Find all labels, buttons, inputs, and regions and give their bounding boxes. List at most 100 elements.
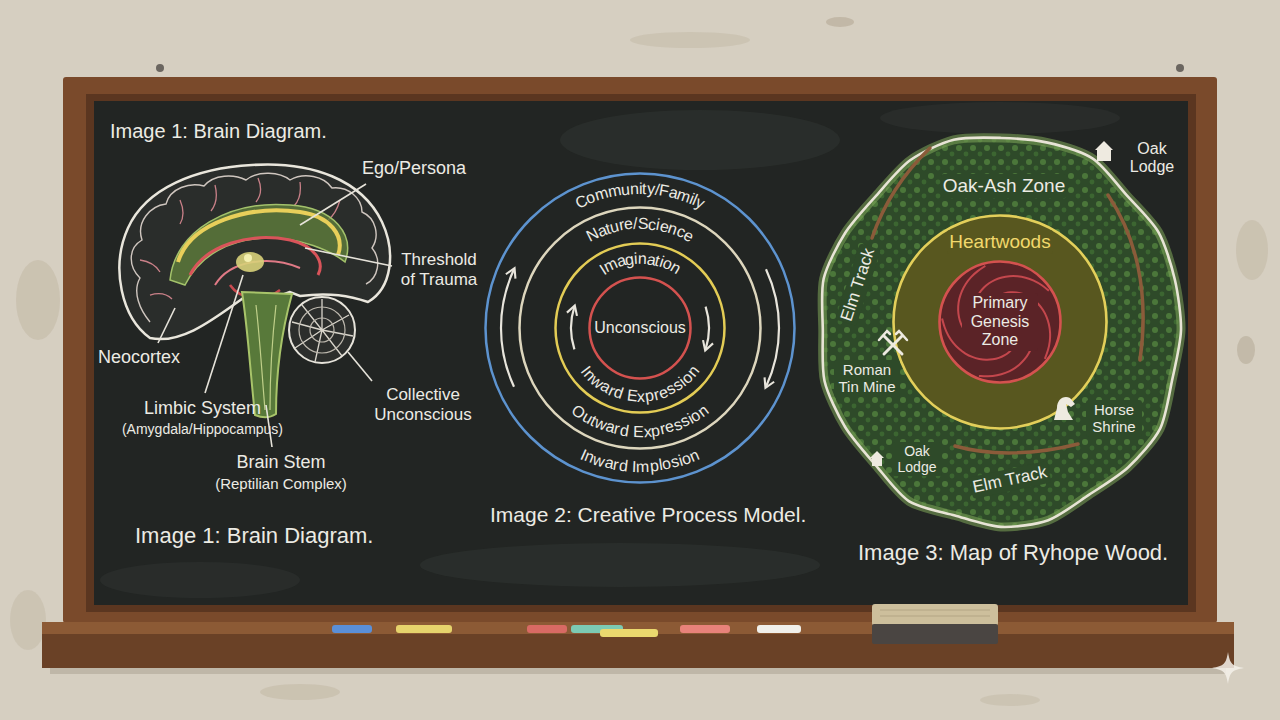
chalk-label: Image 1: Brain Diagram. [110,120,327,143]
chalk-letter: d [618,421,630,441]
brain-illustration [299,307,345,353]
chalk-letter: / [633,215,638,234]
chalk-label: Oak Lodge [1125,140,1179,177]
chalk-letter: m [636,458,650,477]
zone-outline [520,208,761,449]
text-holder: Inward Implosion [578,446,703,477]
chalk-label: Brain Stem [196,452,366,473]
zone-outline [486,174,795,483]
lodge-icon [872,458,882,466]
zone-outline [590,278,691,379]
label-holder: Threshold of Trauma [396,250,482,289]
board-frame [420,543,820,587]
node-text: Heartwoods [947,230,1052,254]
process-ring: Community/FamilyInward Implosion Nature/S… [484,172,796,484]
node-text: Imagination [596,250,684,279]
board-frame [86,94,1196,612]
chalk-label: Neocortex [98,347,180,368]
chalk-ledge [42,604,1234,674]
wall [826,17,854,27]
text-holder: Heartwoods [947,230,1052,254]
chalk-label: Image 2: Creative Process Model. [490,503,806,527]
label-holder: Ego/Persona [362,158,466,179]
process-ring: ImaginationInward Expression Unconscious [554,242,726,414]
mine-icon [879,331,907,354]
zone-outline [822,138,1181,527]
leader-lines [158,308,175,343]
chalk-label: Threshold of Trauma [396,250,482,289]
wall [1176,64,1184,72]
board-frame [94,101,1188,605]
leader-lines [305,248,392,266]
map-track [872,148,930,238]
chalk-letter: d [618,456,629,475]
chalk-label: (Reptilian Complex) [196,475,366,492]
horse-icon [1054,397,1075,420]
node-text: Inward Expression [576,362,703,406]
map-track [1108,195,1143,360]
label-holder: Image 2: Creative Process Model. [490,503,806,527]
chalk-ledge [396,625,452,633]
map-track [872,148,1143,453]
chalk-ledge [527,625,567,633]
label-holder: Roman Tin Mine [834,360,900,397]
zone-outline [556,244,725,413]
node-text: Oak-Ash Zone [941,174,1068,198]
label-holder: (Amygdala/Hippocampus) [95,421,310,437]
chalk-label: Oak Lodge [892,442,942,476]
wall [1237,336,1255,364]
horse-icon [1054,397,1075,420]
label-holder: Limbic System [95,398,310,419]
text-holder: Community/Family [572,180,708,213]
map-zone: HeartwoodsPrimary Genesis Zone [892,214,1108,430]
label-holder: Neocortex [98,347,180,368]
cycle-arrows [501,269,779,386]
mine-icon [879,331,890,340]
zone-outline [940,262,1061,383]
brain-illustration [310,318,334,342]
board-frame [880,102,1120,134]
cycle-arrows [766,269,779,386]
text-holder: Imagination [596,250,684,279]
leader-lines [205,275,243,393]
leader-lines [300,184,366,225]
label-holder: Image 3: Map of Ryhope Wood. [858,540,1168,565]
map-track [955,444,1078,453]
brain-illustration [256,305,276,410]
lodge-icon [1095,141,1113,150]
leader-lines [348,352,372,381]
brain-illustration [289,297,355,363]
lodge-icon [870,141,1113,466]
text-holder: Nature/Science [584,215,697,246]
chalk-ledge [880,610,990,616]
label-holder: (Reptilian Complex) [196,475,366,492]
board-frame [63,77,1217,623]
chalk-letter: E [626,387,639,407]
lodge-icon [1097,150,1111,161]
cycle-arrows [706,307,709,350]
label-holder: Oak Lodge [1125,140,1179,177]
chalk-label: Roman Tin Mine [834,360,900,397]
wall [10,590,46,650]
chalk-letter: i [639,180,643,198]
chalk-label: Ego/Persona [362,158,466,179]
mine-icon [884,336,902,354]
wall [630,32,750,48]
cycle-arrows [501,269,514,386]
brain-illustration [119,164,390,417]
wall [1236,220,1268,280]
text-holder: Primary Genesis Zone [962,293,1038,350]
node-text: Unconscious [594,319,686,337]
brain-illustration [190,238,320,275]
chalk-label: Limbic System [95,398,310,419]
text-holder: Inward Expression [576,362,703,406]
process-ring: Unconscious [588,276,692,380]
chalk-letter: u [620,180,631,199]
text-holder: Oak-Ash Zone [941,174,1068,198]
chalk-label: Collective Unconscious [367,385,479,424]
node-text: Community/Family [572,180,708,213]
chalk-label: Image 1: Brain Diagram. [135,523,373,548]
node-text: Inward Implosion [578,446,703,477]
